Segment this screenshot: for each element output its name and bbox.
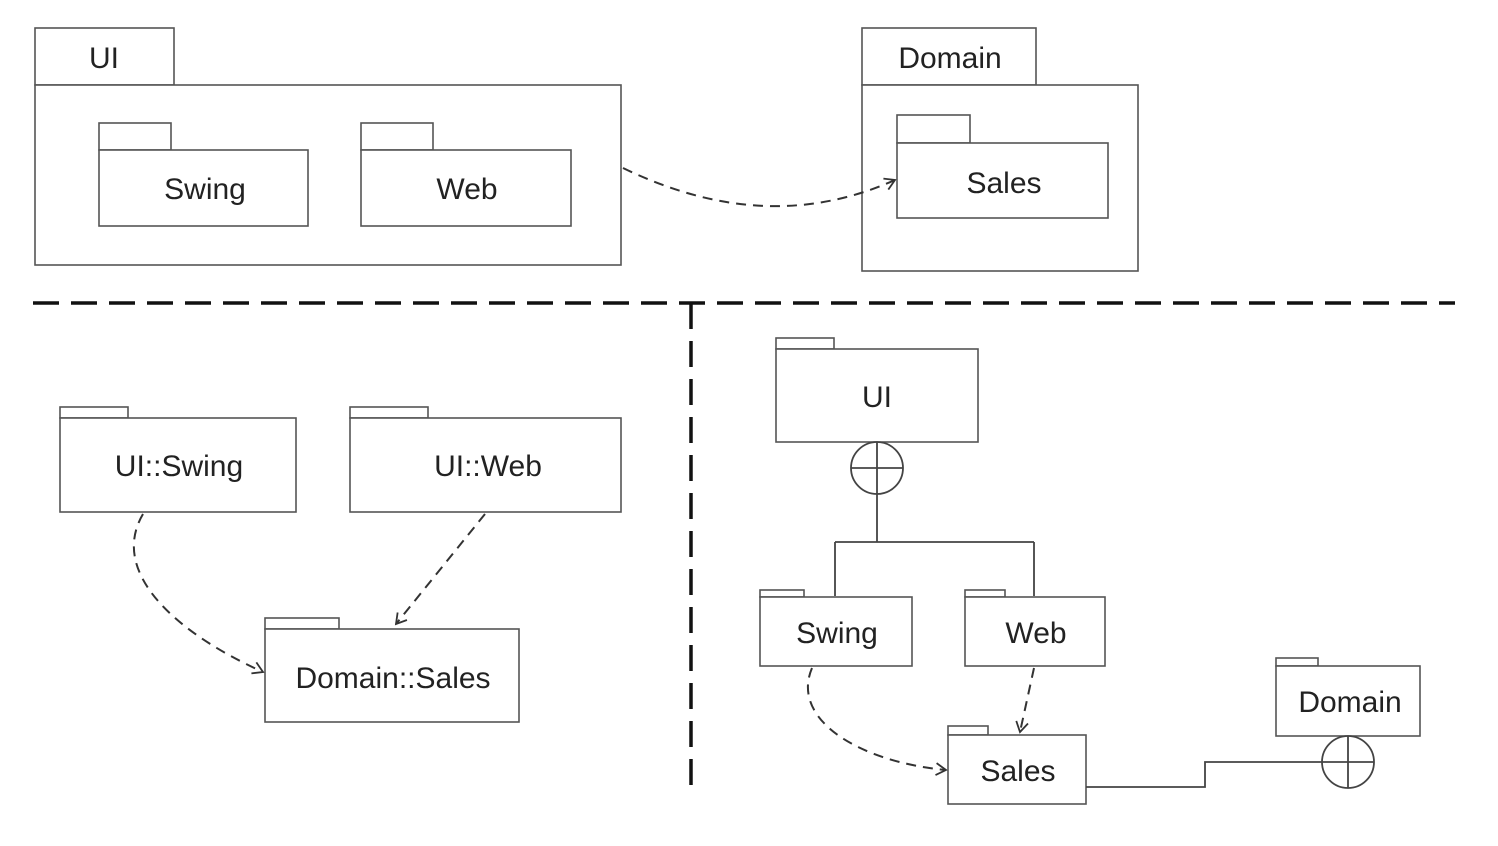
swing-subpackage-label: Swing: [164, 173, 246, 206]
swing-subpackage-tab: [98, 122, 172, 151]
nest-domain-label: Domain: [1298, 686, 1401, 719]
domain-package-tab: [861, 27, 1037, 86]
qualified-ui-swing-body: [59, 417, 297, 513]
nest-web-package: Web: [964, 589, 1106, 667]
nest-sales-tab: [947, 725, 989, 736]
ui-package-label: UI: [89, 42, 119, 75]
nest-domain-body: [1275, 665, 1421, 737]
swing-subpackage: Swing: [98, 122, 309, 227]
qualified-domain-sales-tab: [264, 617, 340, 630]
nest-ui-label: UI: [862, 381, 892, 414]
nest-ui-package: UI: [775, 337, 979, 443]
nest-domain-tab: [1275, 657, 1319, 667]
ui-package-tab: [34, 27, 175, 86]
nest-swing-body: [759, 596, 913, 667]
web-to-sales-dependency-arrow: [394, 513, 486, 626]
domain-containment-anchor: [1321, 735, 1375, 789]
web-subpackage-body: [360, 149, 572, 227]
qualified-ui-swing-label: UI::Swing: [115, 450, 243, 483]
web-subpackage-label: Web: [436, 173, 497, 206]
web-subpackage-tab: [360, 122, 434, 151]
qualified-domain-sales-package: Domain::Sales: [264, 617, 520, 723]
web-subpackage: Web: [360, 122, 572, 227]
nest-ui-tab: [775, 337, 835, 350]
qualified-domain-sales-body: [264, 628, 520, 723]
nest-swing-tab: [759, 589, 805, 598]
qualified-ui-swing-tab: [59, 406, 129, 419]
ui-to-sales-dependency-arrow: [622, 167, 897, 208]
nest-web-to-sales-dependency-arrow: [1015, 667, 1035, 734]
sales-to-domain-containment-line: [1086, 761, 1322, 788]
sales-subpackage: Sales: [896, 114, 1109, 219]
nest-swing-package: Swing: [759, 589, 913, 667]
nest-web-body: [964, 596, 1106, 667]
ui-containment-tree-lines: [834, 494, 1035, 596]
qualified-ui-swing-package: UI::Swing: [59, 406, 297, 513]
nest-web-label: Web: [1005, 617, 1066, 650]
nest-domain-package: Domain: [1275, 657, 1421, 737]
sales-subpackage-label: Sales: [966, 167, 1041, 200]
qualified-domain-sales-label: Domain::Sales: [295, 662, 490, 695]
nest-sales-package: Sales: [947, 725, 1087, 805]
ui-containment-anchor: [850, 441, 904, 495]
nest-sales-body: [947, 734, 1087, 805]
qualified-ui-web-body: [349, 417, 622, 513]
domain-package-label: Domain: [898, 42, 1001, 75]
qualified-ui-web-tab: [349, 406, 429, 419]
swing-subpackage-body: [98, 149, 309, 227]
nest-swing-to-sales-dependency-arrow: [806, 667, 948, 776]
swing-to-sales-dependency-arrow: [132, 513, 265, 675]
nest-sales-label: Sales: [980, 755, 1055, 788]
qualified-ui-web-label: UI::Web: [434, 450, 542, 483]
sales-subpackage-tab: [896, 114, 971, 144]
nest-swing-label: Swing: [796, 617, 878, 650]
nest-web-tab: [964, 589, 1006, 598]
qualified-ui-web-package: UI::Web: [349, 406, 622, 513]
sales-subpackage-body: [896, 142, 1109, 219]
